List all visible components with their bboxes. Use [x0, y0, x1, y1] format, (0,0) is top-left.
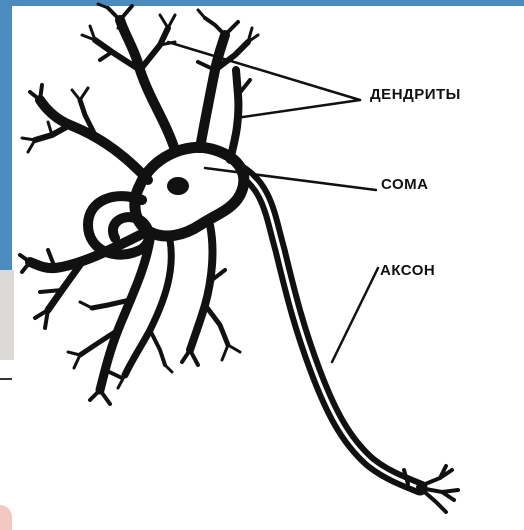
label-axon: АКСОН — [380, 262, 435, 279]
leader-dendrites-1 — [168, 42, 360, 100]
leader-axon — [332, 268, 378, 362]
label-dendrites: ДЕНДРИТЫ — [370, 86, 461, 103]
label-soma: СОМА — [381, 176, 428, 193]
nucleus — [167, 177, 189, 195]
leader-dendrites-2 — [236, 100, 360, 118]
axon — [236, 168, 420, 488]
